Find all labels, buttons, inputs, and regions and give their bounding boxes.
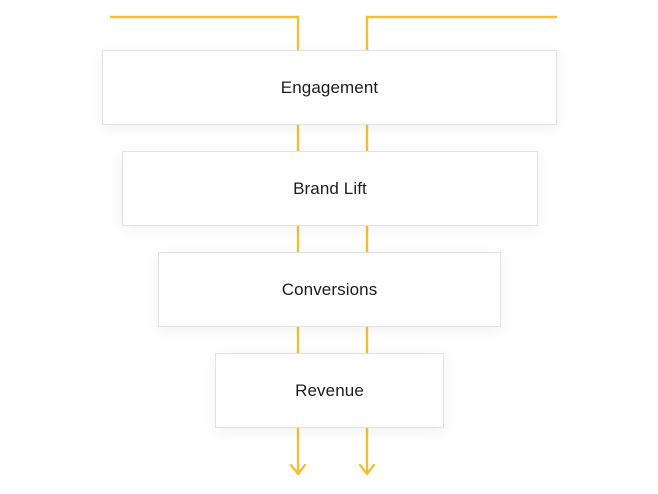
funnel-stage-engagement: Engagement xyxy=(102,50,557,125)
arrow-down-icon xyxy=(358,463,376,476)
funnel-stage-brand-lift: Brand Lift xyxy=(122,151,538,226)
arrow-down-icon xyxy=(289,463,307,476)
stage-label: Brand Lift xyxy=(293,178,367,198)
stage-label: Engagement xyxy=(280,77,379,97)
stage-label: Revenue xyxy=(295,380,364,400)
funnel-stage-conversions: Conversions xyxy=(158,252,501,327)
stage-label: Conversions xyxy=(281,279,378,299)
funnel-stage-revenue: Revenue xyxy=(215,353,444,428)
